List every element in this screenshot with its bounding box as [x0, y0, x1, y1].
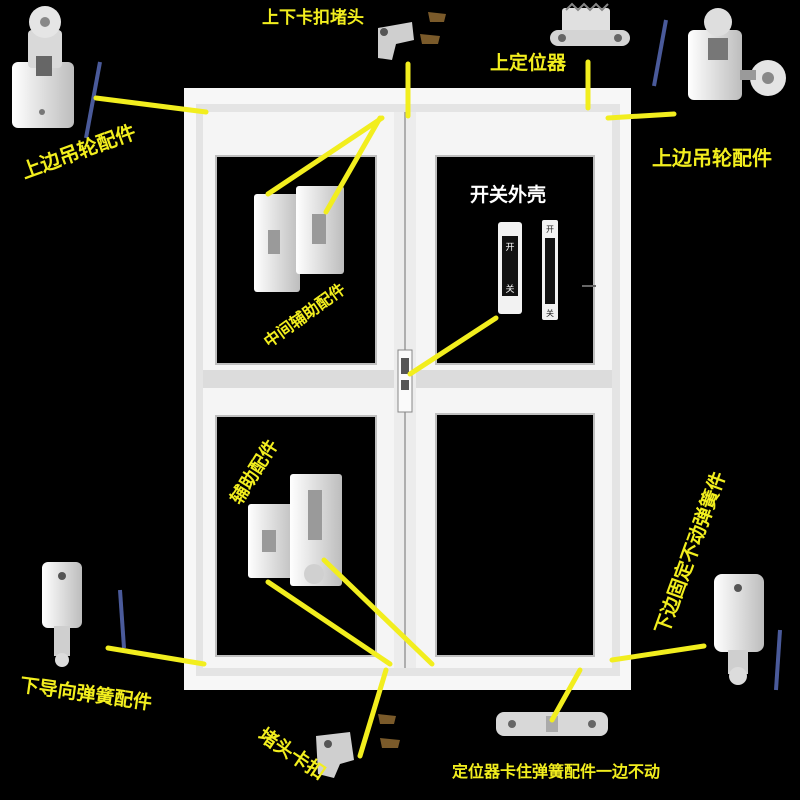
leader-lines [93, 59, 707, 759]
top-left-hanger-part [12, 6, 74, 128]
top-right-hanger-part [688, 8, 786, 100]
screw-top-right [652, 19, 668, 87]
switch-housing-part [498, 220, 558, 320]
label-switch-housing: 开关外壳 [470, 184, 547, 206]
label-top-right-hanger: 上边吊轮配件 [652, 146, 772, 170]
label-top-locator: 上定位器 [490, 52, 567, 74]
aux-part [248, 474, 342, 586]
label-locator-spring: 定位器卡住弹簧配件一边不动 [452, 762, 661, 781]
end-catch-part [316, 714, 400, 778]
switch-marks: 开 关 开 关 [505, 225, 554, 318]
screw-top-left [84, 61, 102, 139]
bottom-guide-spring-part [42, 562, 82, 667]
locator-spring-part [496, 712, 608, 736]
bottom-fixed-spring-part [714, 574, 764, 685]
top-locator-part [550, 2, 630, 46]
switch-close-mark: 关 [505, 283, 514, 295]
switch-open-mark-2: 开 [546, 225, 554, 234]
middle-aux-part [254, 186, 344, 292]
screw-bottom-left [118, 589, 126, 649]
switch-open-mark: 开 [505, 242, 514, 253]
screw-bottom-right [774, 629, 782, 691]
switch-close-mark-2: 关 [546, 308, 554, 318]
window-frame [184, 88, 631, 690]
top-catch-part [378, 12, 446, 60]
label-top-catch: 上下卡扣堵头 [262, 8, 364, 28]
